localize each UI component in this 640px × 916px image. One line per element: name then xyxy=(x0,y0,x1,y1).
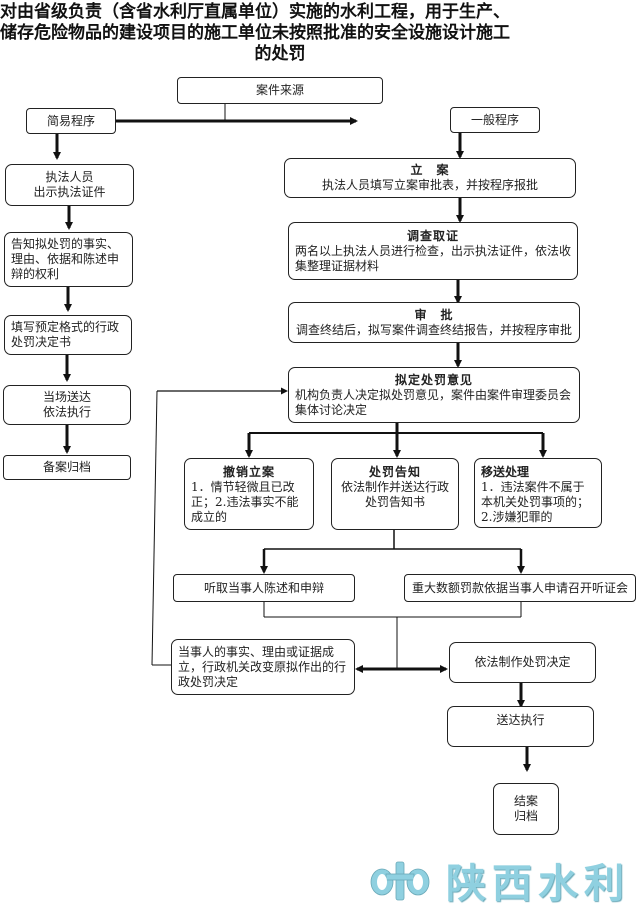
water-conservancy-emblem-icon xyxy=(370,861,430,901)
node-title: 审 批 xyxy=(414,307,454,322)
node-title: 移送处理 xyxy=(481,465,530,479)
node-title: 拟定处罚意见 xyxy=(394,372,473,387)
node-general-procedure: 一般程序 xyxy=(450,107,540,133)
node-hearing-request: 重大数额罚款依据当事人申请召开听证会 xyxy=(404,574,636,602)
node-label: 一般程序 xyxy=(470,112,519,127)
node-body: 机构负责人决定拟处罚意见，案件由案件审理委员会集体讨论决定 xyxy=(295,387,572,417)
feedback-line xyxy=(151,390,158,666)
node-make-decision: 依法制作处罚决定 xyxy=(449,642,596,683)
node-archive: 备案归档 xyxy=(3,455,131,480)
node-simple-procedure: 简易程序 xyxy=(26,108,116,134)
node-proposed-penalty: 拟定处罚意见 机构负责人决定拟处罚意见，案件由案件审理委员会集体讨论决定 xyxy=(288,367,580,423)
node-close-archive: 结案 归档 xyxy=(493,783,559,835)
node-cancel-case: 撤销立案 1．情节轻微且已改正；2.违法事实不能成立的 xyxy=(184,458,314,530)
node-body: 依法制作并送达行政处罚告知书 xyxy=(340,480,449,509)
node-title: 调查取证 xyxy=(406,228,459,243)
node-label: 填写预定格式的行政处罚决定书 xyxy=(11,320,120,349)
node-label: 当场送达 依法执行 xyxy=(42,390,91,419)
page-title: 对由省级负责（含省水利厅直属单位）实施的水利工程，用于生产、 储存危险物品的建设… xyxy=(0,2,560,65)
node-fill-decision: 填写预定格式的行政处罚决定书 xyxy=(4,315,132,355)
title-line-3: 的处罚 xyxy=(254,44,306,64)
title-line-1: 对由省级负责（含省水利厅直属单位）实施的水利工程，用于生产、 xyxy=(0,2,510,22)
node-investigation: 调查取证 两名以上执法人员进行检查，出示执法证件，依法收集整理证据材料 xyxy=(288,222,578,280)
logo-text: 陕西水利 xyxy=(446,861,630,907)
node-title: 处罚告知 xyxy=(368,465,421,479)
node-label: 听取当事人陈述和申辩 xyxy=(203,580,324,595)
node-deliver-enforce: 送达执行 xyxy=(447,706,594,747)
node-label: 依法制作处罚决定 xyxy=(474,655,571,669)
node-transfer: 移送处理 1．违法案件不属于本机关处罚事项的；2.涉嫌犯罪的 xyxy=(474,458,602,528)
node-body: 调查终结后，拟写案件调查终结报告，并按程序审批 xyxy=(295,322,572,337)
node-label: 送达执行 xyxy=(496,713,545,727)
node-hear-statement: 听取当事人陈述和申辩 xyxy=(173,574,355,602)
node-body: 1．违法案件不属于本机关处罚事项的；2.涉嫌犯罪的 xyxy=(481,480,590,524)
node-label: 简易程序 xyxy=(46,113,95,128)
node-file-case: 立 案 执法人员填写立案审批表，并按程序报批 xyxy=(284,158,576,198)
node-penalty-notice: 处罚告知 依法制作并送达行政处罚告知书 xyxy=(331,458,459,530)
node-notify-rights: 告知拟处罚的事实、理由、依据和陈述申辩的权利 xyxy=(4,232,133,287)
node-label: 案件来源 xyxy=(255,83,304,97)
node-show-credentials: 执法人员 出示执法证件 xyxy=(5,164,134,206)
node-case-source: 案件来源 xyxy=(177,77,383,104)
node-title: 撤销立案 xyxy=(222,465,275,479)
node-title: 立 案 xyxy=(410,163,450,177)
node-body: 执法人员填写立案审批表，并按程序报批 xyxy=(321,178,538,192)
node-label: 告知拟处罚的事实、理由、依据和陈述申辩的权利 xyxy=(11,237,120,281)
logo: 陕西水利 xyxy=(368,852,638,908)
node-label: 重大数额罚款依据当事人申请召开听证会 xyxy=(411,580,628,595)
node-deliver-execute: 当场送达 依法执行 xyxy=(3,385,131,425)
node-label: 当事人的事实、理由或证据成立，行政机关改变原拟作出的行政处罚决定 xyxy=(178,644,347,689)
node-approval: 审 批 调查终结后，拟写案件调查终结报告，并按程序审批 xyxy=(288,302,580,343)
title-line-2: 储存危险物品的建设项目的施工单位未按照批准的安全设施设计施工 xyxy=(0,23,510,43)
node-label: 执法人员 出示执法证件 xyxy=(33,170,106,199)
node-label: 结案 归档 xyxy=(513,794,538,823)
node-body: 两名以上执法人员进行检查，出示执法证件，依法收集整理证据材料 xyxy=(295,243,572,273)
node-label: 备案归档 xyxy=(42,460,91,474)
node-change-decision: 当事人的事实、理由或证据成立，行政机关改变原拟作出的行政处罚决定 xyxy=(171,639,355,695)
node-body: 1．情节轻微且已改正；2.违法事实不能成立的 xyxy=(191,480,299,524)
